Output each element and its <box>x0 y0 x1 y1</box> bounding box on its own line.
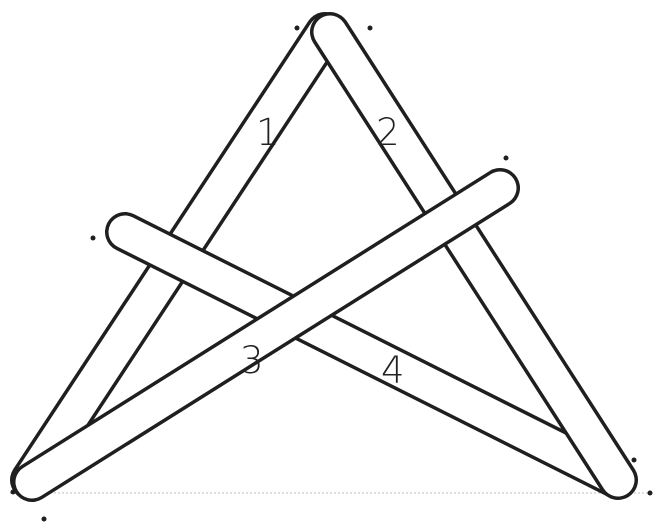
stick-2-label: 2 <box>376 111 400 154</box>
corner-dot-stick3-top <box>504 156 509 161</box>
stick-1-label: 1 <box>256 111 280 154</box>
corner-dot-bottom-left-low <box>42 517 47 522</box>
corner-dot-crossbar-left <box>91 236 96 241</box>
corner-dot-bottom-right-outer <box>648 491 653 496</box>
corner-dot-bottom-left <box>11 490 16 495</box>
stick-3-label: 3 <box>240 339 264 382</box>
corner-dot-apex-right <box>368 26 373 31</box>
stick-4-label: 4 <box>381 349 405 392</box>
corner-dot-apex-left <box>295 26 300 31</box>
corner-dot-bottom-right <box>632 458 637 463</box>
